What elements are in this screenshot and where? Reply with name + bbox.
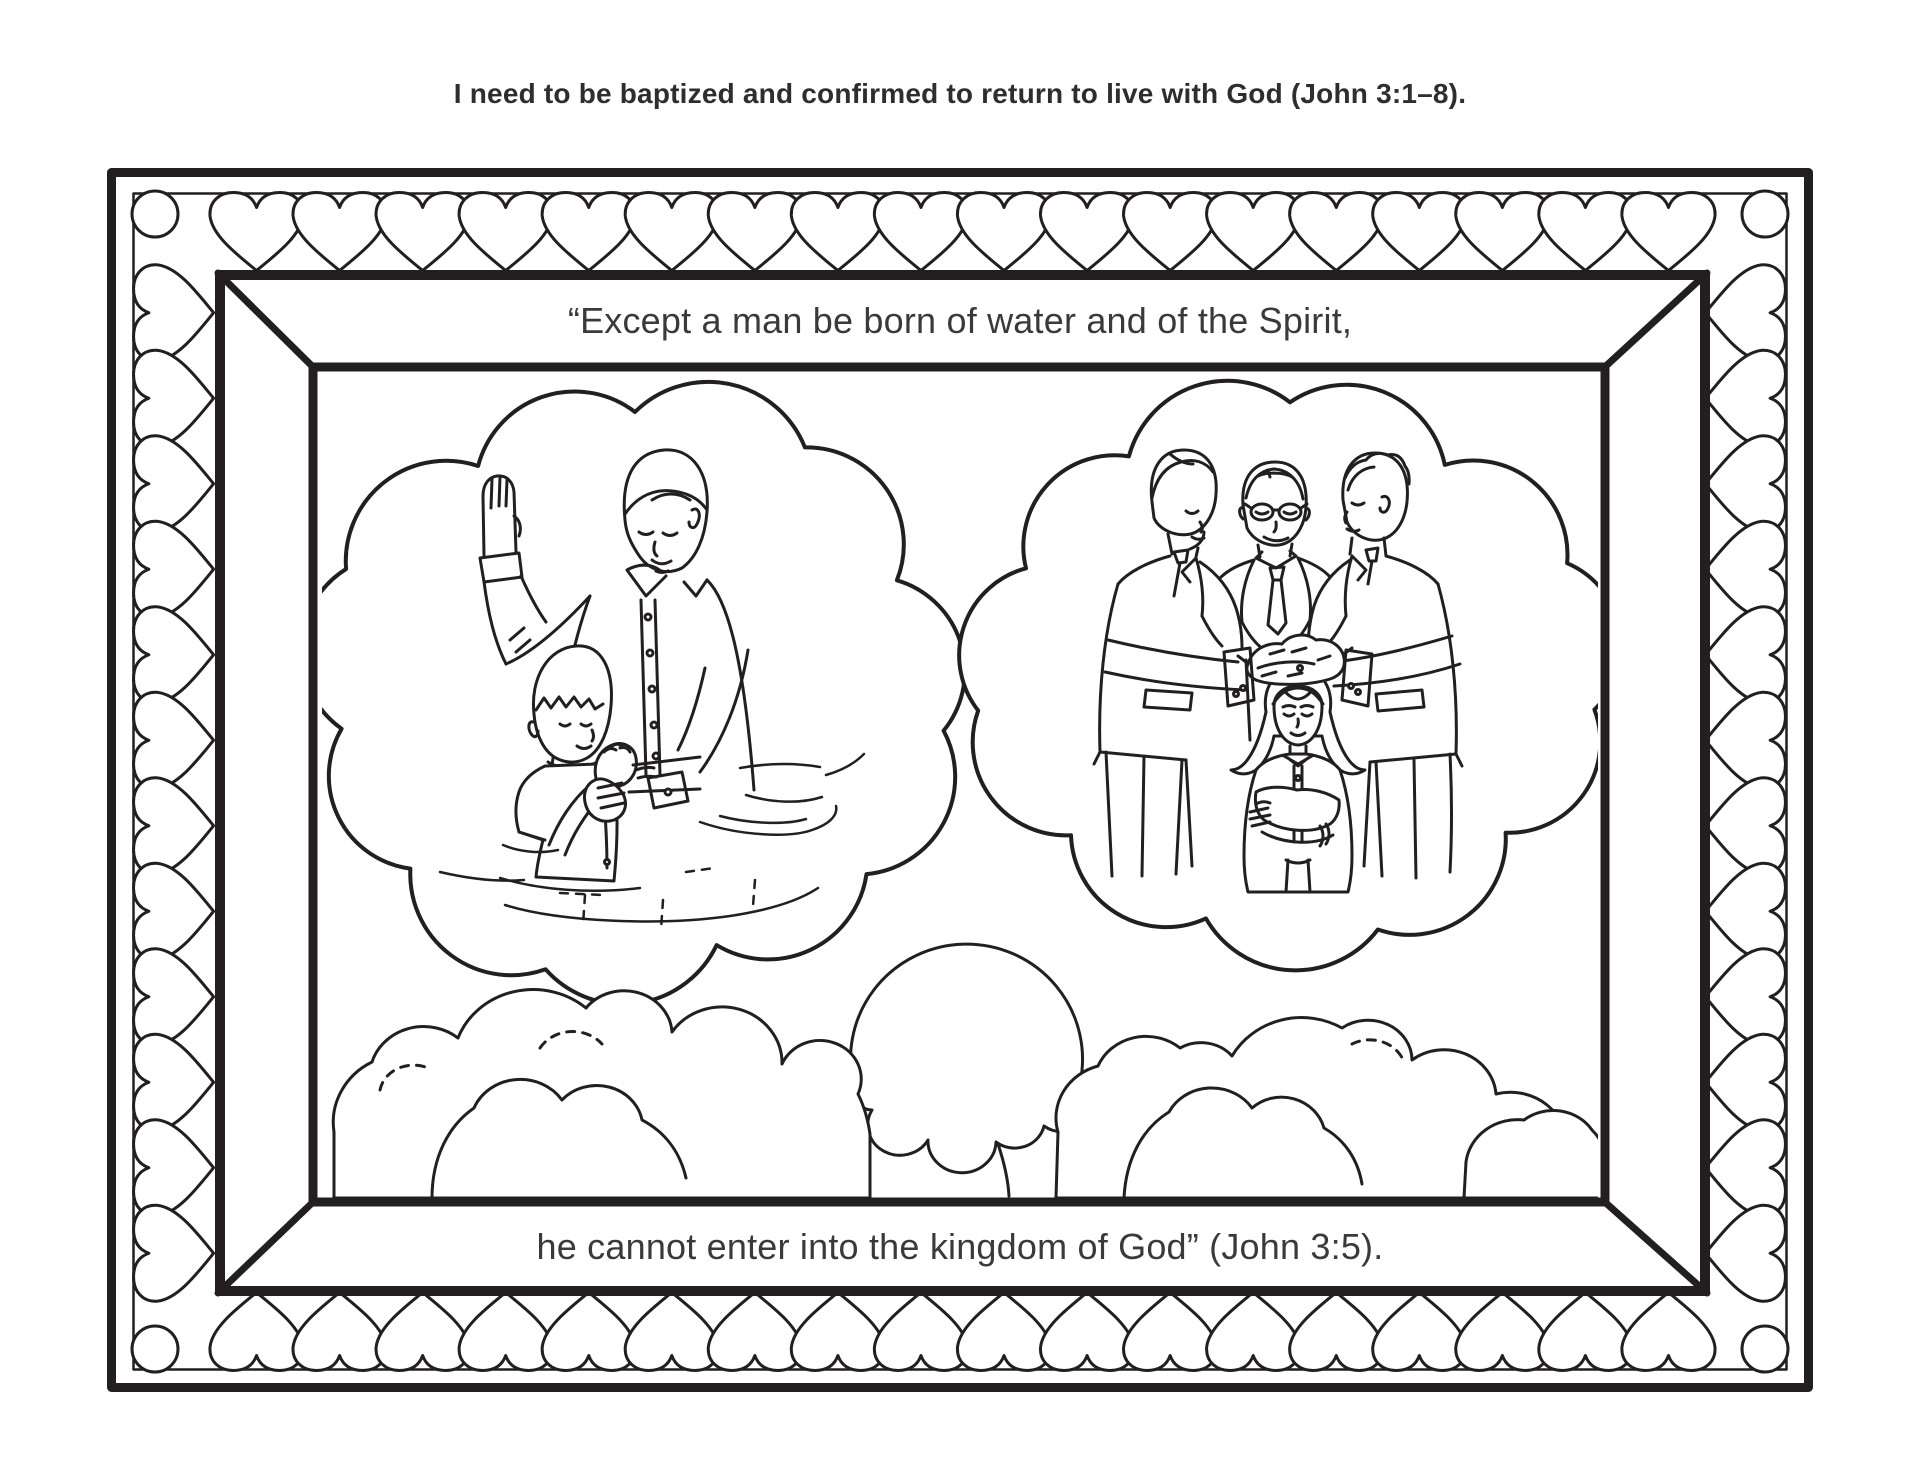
corner-circle-icon xyxy=(1740,189,1790,239)
heart-icon xyxy=(1456,193,1549,271)
heart-icon xyxy=(134,436,214,532)
heart-icon xyxy=(210,1292,303,1370)
heart-icon xyxy=(1124,193,1217,271)
heart-icon xyxy=(708,193,801,271)
heart-icon xyxy=(293,1292,386,1370)
heart-icon xyxy=(134,1120,214,1216)
heart-icon xyxy=(1705,607,1785,703)
heart-icon xyxy=(1539,1292,1632,1370)
heart-icon xyxy=(1539,193,1632,271)
heart-icon xyxy=(1705,1120,1785,1216)
heart-icon xyxy=(1207,193,1300,271)
cloud-left xyxy=(331,988,872,1198)
heart-icon xyxy=(1705,1034,1785,1130)
picture-frame xyxy=(214,269,1711,1297)
heart-icon xyxy=(1207,1292,1300,1370)
heart-icon xyxy=(1040,193,1133,271)
corner-circle-icon xyxy=(130,1324,180,1374)
heart-icon xyxy=(874,193,967,271)
heart-icon xyxy=(134,778,214,874)
heart-icon xyxy=(1705,350,1785,446)
heart-icon xyxy=(1705,436,1785,532)
scene-area xyxy=(322,378,1598,1198)
heart-icon xyxy=(134,949,214,1045)
heart-icon xyxy=(542,193,635,271)
scripture-quote-bottom: he cannot enter into the kingdom of God”… xyxy=(536,1226,1384,1267)
outer-border xyxy=(107,168,1813,1392)
heart-icon xyxy=(459,193,552,271)
heart-icon xyxy=(708,1292,801,1370)
heart-icon xyxy=(1705,863,1785,959)
heart-icon xyxy=(1705,778,1785,874)
heart-icon xyxy=(957,1292,1050,1370)
sun xyxy=(849,942,1093,1175)
heart-icon xyxy=(134,1205,214,1301)
baptism-scene xyxy=(322,379,967,1007)
heart-icon xyxy=(1705,1205,1785,1301)
clouds-and-sun xyxy=(331,942,1598,1198)
heart-icon xyxy=(134,607,214,703)
heart-icon xyxy=(791,193,884,271)
confirmation-scene xyxy=(957,378,1598,973)
heart-icon xyxy=(625,1292,718,1370)
heart-icon xyxy=(1456,1292,1549,1370)
heart-icon xyxy=(1124,1292,1217,1370)
corner-circle-icon xyxy=(1740,1324,1790,1374)
heart-icon xyxy=(210,193,303,271)
heart-icon xyxy=(134,863,214,959)
heart-band-outline xyxy=(132,192,1788,1371)
heart-border-pattern xyxy=(130,189,1790,1374)
heart-icon xyxy=(134,1034,214,1130)
heart-icon xyxy=(134,350,214,446)
heart-icon xyxy=(874,1292,967,1370)
heart-icon xyxy=(459,1292,552,1370)
scripture-quote-top: “Except a man be born of water and of th… xyxy=(567,300,1353,341)
heart-icon xyxy=(293,193,386,271)
heart-icon xyxy=(134,521,214,617)
heart-icon xyxy=(791,1292,884,1370)
heart-icon xyxy=(542,1292,635,1370)
heart-icon xyxy=(376,193,469,271)
heart-icon xyxy=(1040,1292,1133,1370)
heart-icon xyxy=(1705,692,1785,788)
page-title: I need to be baptized and confirmed to r… xyxy=(453,78,1467,109)
corner-circle-icon xyxy=(130,189,180,239)
heart-icon xyxy=(957,193,1050,271)
heart-icon xyxy=(1290,193,1383,271)
heart-icon xyxy=(1373,193,1466,271)
heart-icon xyxy=(1373,1292,1466,1370)
heart-icon xyxy=(1290,1292,1383,1370)
heart-icon xyxy=(1622,1292,1715,1370)
heart-icon xyxy=(625,193,718,271)
heart-icon xyxy=(134,692,214,788)
heart-icon xyxy=(376,1292,469,1370)
heart-icon xyxy=(1622,193,1715,271)
heart-icon xyxy=(1705,521,1785,617)
heart-icon xyxy=(1705,949,1785,1045)
